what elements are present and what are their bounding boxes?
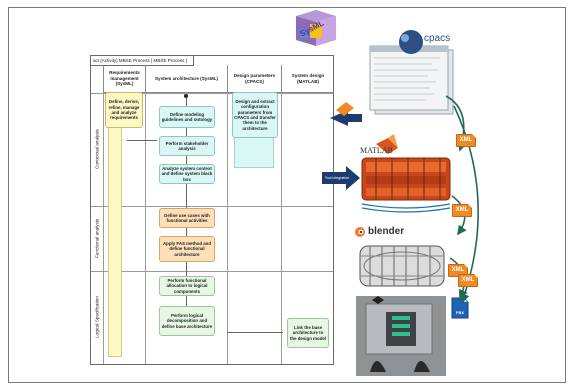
connector xyxy=(127,140,157,141)
fbx-file-icon xyxy=(451,297,469,319)
xml-badge: XML xyxy=(452,204,472,217)
xml-badge: XML xyxy=(456,134,476,147)
phase-divider xyxy=(91,206,333,207)
lane-divider xyxy=(281,93,282,364)
connector xyxy=(186,128,187,136)
tool-integration-label: Tool integration xyxy=(324,176,350,180)
activity-logical-decomposition: Perform logical decomposition and define… xyxy=(159,306,215,336)
activity-system-context: Analyze system context and define system… xyxy=(159,164,215,184)
connector xyxy=(186,184,187,208)
unity-scene xyxy=(356,296,446,376)
activity-link-design-model: Link the base architecture to the design… xyxy=(287,318,329,348)
activity-requirements: Define, derive, refine, manage and analy… xyxy=(105,92,143,128)
activity-fas-method: Apply FAS method and define functional a… xyxy=(159,236,215,262)
activity-functional-allocation: Perform functional allocation to logical… xyxy=(159,276,215,296)
initial-node xyxy=(184,94,188,98)
xml-badge: XML xyxy=(458,274,478,287)
connector xyxy=(186,296,187,306)
cpacs-screenshot xyxy=(369,30,454,115)
activity-stakeholder-analysis: Perform stakeholder analysis xyxy=(159,136,215,156)
connector xyxy=(186,262,187,276)
mbse-activity-diagram: act [Activity] MBSE Process [ MBSE Proce… xyxy=(90,55,334,365)
fbx-label: FBX xyxy=(456,310,464,315)
tool-integration-arrow xyxy=(322,166,360,190)
diagram-tab-title: act [Activity] MBSE Process [ MBSE Proce… xyxy=(91,56,194,66)
lane-divider xyxy=(145,93,146,364)
connector xyxy=(186,98,187,106)
matlab-model xyxy=(361,134,451,213)
lane-divider xyxy=(227,93,228,364)
blender-logo-icon xyxy=(355,227,365,237)
phase-divider xyxy=(91,271,333,272)
sysml-logo xyxy=(296,10,336,46)
connector xyxy=(227,332,283,333)
cpacs-logo-text: cpacs xyxy=(424,33,451,44)
cpacs-to-diagram-arrow xyxy=(330,102,362,126)
blender-label: blender xyxy=(368,226,405,237)
lane-divider xyxy=(103,93,104,364)
phase-divider xyxy=(91,93,333,94)
activity-cpacs-parameters: Design and extract configuration paramet… xyxy=(232,92,278,138)
connector xyxy=(186,156,187,164)
activity-use-cases: Define use cases with functional activit… xyxy=(159,208,215,228)
blender-model xyxy=(359,245,445,287)
lane-header-system-design: System design (MATLAB) xyxy=(281,65,334,93)
lane-header-system-architecture: System architecture (SysML) xyxy=(145,65,227,93)
connector xyxy=(186,228,187,236)
activity-modeling-guidelines: Define modeling guidelines and ontology xyxy=(159,106,215,128)
matlab-label: MATLAB xyxy=(360,146,393,155)
